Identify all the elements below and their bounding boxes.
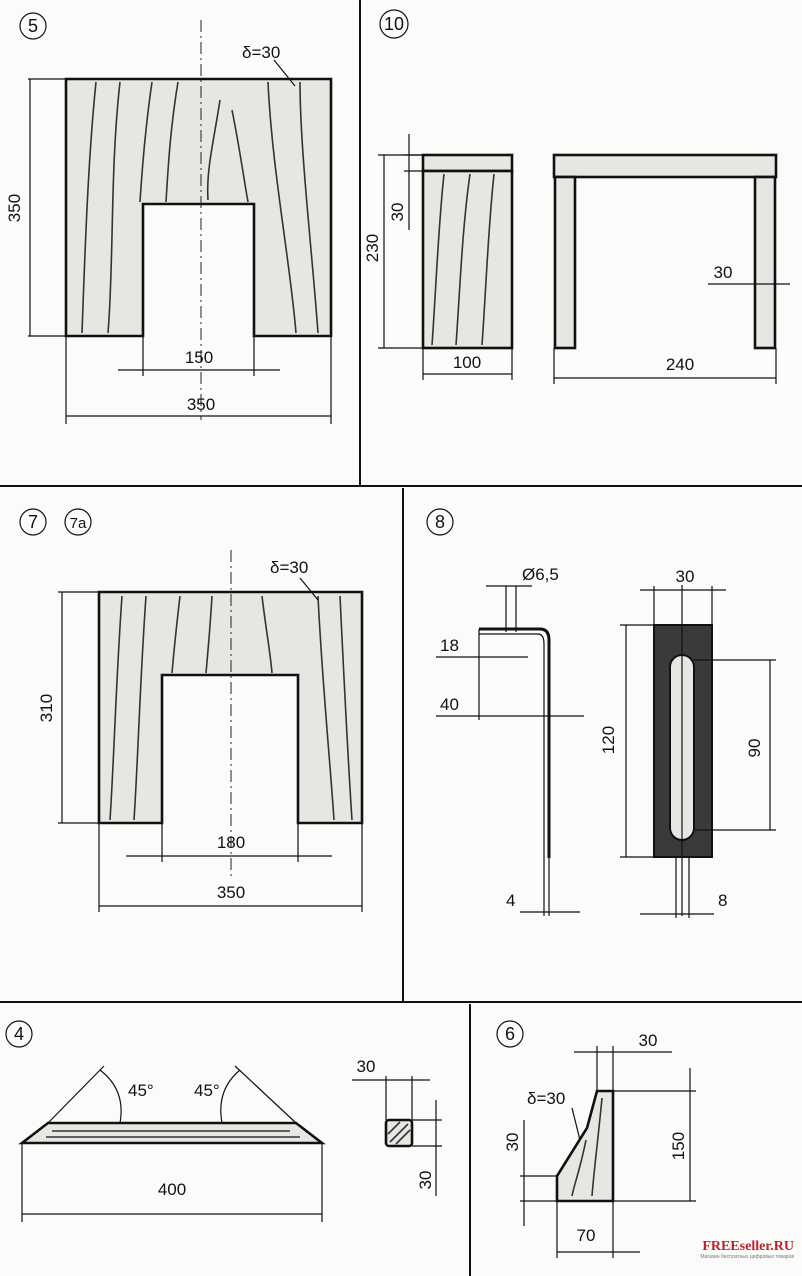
bracket-profile (479, 627, 551, 858)
wood-grain (231, 109, 249, 203)
thickness-label: δ=30 (527, 1089, 565, 1108)
part-number: 6 (505, 1024, 515, 1044)
height-dimension: 310 (37, 694, 56, 722)
leg-left (553, 175, 577, 350)
wood-grain (109, 595, 123, 821)
part-number-circle (19, 508, 47, 536)
wood-grain (81, 81, 97, 334)
wood-grain (139, 81, 153, 203)
height-dimension: 350 (5, 194, 24, 222)
seat-board (97, 590, 364, 825)
wood-grain (317, 595, 335, 821)
wood-grain (571, 1139, 587, 1197)
wood-grain (591, 1097, 603, 1197)
leg-thickness-dimension: 30 (714, 263, 733, 282)
seat-top-front (552, 153, 778, 179)
side-width-dimension: 100 (453, 353, 481, 372)
wood-grain (299, 81, 319, 334)
width-dimension: 350 (187, 395, 215, 414)
leader-line (273, 59, 296, 87)
section-hatch (389, 1123, 409, 1143)
wood-grain (205, 595, 213, 674)
length-dimension: 240 (666, 355, 694, 374)
angle-arc (99, 1069, 122, 1124)
section-width-dimension: 30 (357, 1057, 376, 1076)
plate-thickness-dimension: 8 (718, 891, 727, 910)
rail-board (18, 1121, 326, 1145)
leader-line (571, 1107, 581, 1141)
wood-grain (431, 173, 445, 346)
thickness-label: δ=30 (270, 558, 308, 577)
length-dimension: 400 (158, 1180, 186, 1199)
cutout-dimension: 150 (185, 348, 213, 367)
wood-grain (107, 81, 121, 334)
part-number: 4 (14, 1024, 24, 1044)
seat-board (64, 77, 333, 338)
rod-thickness-dimension: 4 (506, 891, 515, 910)
angle-left-label: 45° (128, 1081, 154, 1100)
angle-right-label: 45° (194, 1081, 220, 1100)
part-number: 7 (28, 512, 38, 532)
leader-line (299, 577, 319, 601)
wood-grain (165, 81, 179, 203)
part-number: 8 (435, 512, 445, 532)
wood-grain (267, 81, 297, 334)
section-hatch (395, 1129, 411, 1145)
wood-grain (455, 173, 471, 346)
wood-grain (206, 99, 221, 201)
angle-line (234, 1065, 297, 1124)
top-thickness-dimension: 30 (388, 203, 407, 222)
panel-5: 5 δ=30 350 150 350 (5, 12, 333, 424)
height-dimension: 120 (599, 726, 618, 754)
angle-arc (220, 1069, 241, 1124)
part-number-circle (496, 1020, 524, 1048)
hole-diameter-dimension: Ø6,5 (522, 565, 559, 584)
part-number-circle (379, 9, 409, 39)
slot-length-dimension: 90 (745, 739, 764, 758)
part-number-circle (19, 12, 47, 40)
panel-10: 10 230 30 100 30 240 (363, 9, 790, 384)
watermark-brand: FREEseller.RU (702, 1239, 794, 1254)
watermark: FREEseller.RU Магазин бесплатных цифровы… (700, 1239, 794, 1261)
wood-grain (481, 173, 495, 346)
bracket-profile-inner (479, 633, 545, 858)
seat-top-side (421, 153, 514, 173)
top-width-dimension: 30 (639, 1031, 658, 1050)
part-number-alt: 7a (70, 515, 87, 532)
watermark-tagline: Магазин бесплатных цифровых товаров (700, 1254, 794, 1260)
section-hatch (387, 1121, 401, 1135)
wood-grain (339, 595, 353, 821)
panel-4: 4 45° 45° 400 30 30 (5, 1020, 442, 1222)
thickness-label: δ=30 (242, 43, 280, 62)
base-width-dimension: 70 (577, 1226, 596, 1245)
panel-7: 7 7a δ=30 310 180 350 (19, 508, 364, 912)
part-number-circle (5, 1020, 33, 1048)
wood-grain (261, 595, 273, 674)
flange-length-dimension: 40 (440, 695, 459, 714)
height-dimension: 230 (363, 234, 382, 262)
panel-6: 6 30 δ=30 30 150 70 (496, 1020, 696, 1258)
width-dimension: 350 (217, 883, 245, 902)
wood-grain (171, 595, 181, 674)
wood-grain (133, 595, 147, 821)
section-height-dimension: 30 (416, 1171, 435, 1190)
flange-offset-dimension: 18 (440, 636, 459, 655)
width-dimension: 30 (676, 567, 695, 586)
part-number: 5 (28, 16, 38, 36)
part-number-circle (426, 508, 454, 536)
part-number: 10 (384, 14, 404, 34)
panel-8: 8 Ø6,5 18 40 4 30 120 90 8 (426, 508, 776, 918)
leg-right (753, 175, 777, 350)
part-number-circle (64, 508, 92, 536)
step-height-dimension: 30 (503, 1133, 522, 1152)
cutout-dimension: 180 (217, 833, 245, 852)
height-dimension: 150 (669, 1132, 688, 1160)
angle-line (47, 1065, 105, 1124)
